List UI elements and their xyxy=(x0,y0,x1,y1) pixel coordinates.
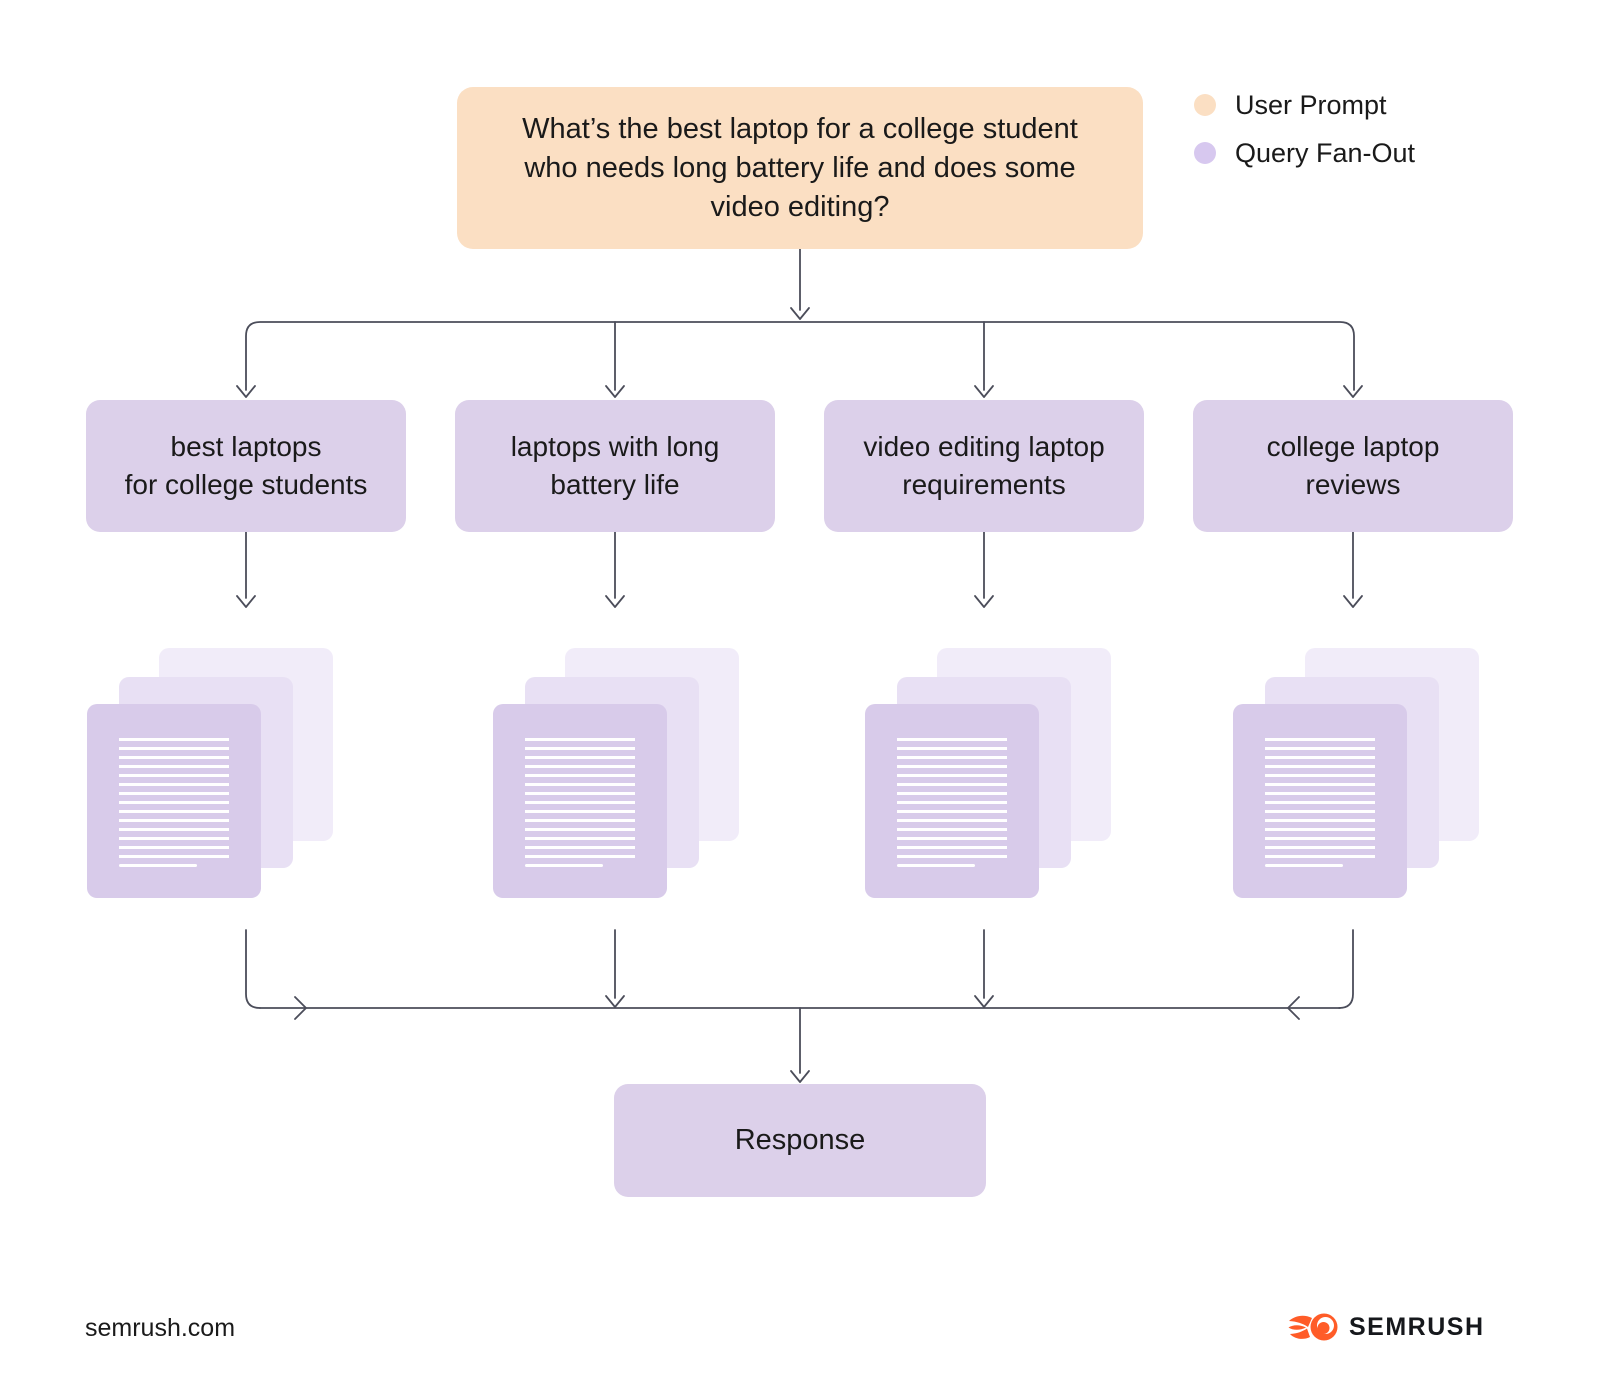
document-text-lines xyxy=(119,738,229,864)
converge-left xyxy=(245,929,261,1009)
document-text-line xyxy=(525,864,603,867)
document-text-lines xyxy=(525,738,635,864)
user-prompt-text: What’s the best laptop for a college stu… xyxy=(522,112,1078,223)
retrieved-docs-stack-3 xyxy=(865,648,1111,898)
arrowhead-down xyxy=(1343,595,1363,608)
response-box: Response xyxy=(614,1084,986,1197)
document-text-lines xyxy=(1265,738,1375,864)
document-text-line xyxy=(897,864,975,867)
retrieved-docs-stack-4 xyxy=(1233,648,1479,898)
user-prompt-swatch xyxy=(1194,94,1216,116)
arrowhead-down xyxy=(790,1070,810,1083)
arrowhead-down xyxy=(1343,385,1363,398)
arrowhead-left xyxy=(1287,996,1300,1020)
converge-right xyxy=(1338,929,1354,1009)
arrowhead-down xyxy=(605,995,625,1008)
legend-item-user-prompt: User Prompt xyxy=(1194,89,1415,120)
document-icon xyxy=(865,704,1039,898)
query-box-best-laptops: best laptops for college students xyxy=(86,400,406,532)
semrush-flame-icon xyxy=(1288,1313,1338,1341)
arrowhead-down xyxy=(974,595,994,608)
legend: User Prompt Query Fan-Out xyxy=(1194,89,1416,188)
arrowhead-down xyxy=(605,595,625,608)
query-box-battery-life: laptops with long battery life xyxy=(455,400,775,532)
legend-label: User Prompt xyxy=(1235,89,1387,120)
response-label: Response xyxy=(734,1124,866,1156)
legend-label: Query Fan-Out xyxy=(1235,137,1416,168)
retrieved-docs-stack-2 xyxy=(493,648,739,898)
query-label: best laptops for college students xyxy=(124,431,368,500)
document-icon xyxy=(1233,704,1407,898)
query-label: college laptop reviews xyxy=(1266,431,1440,500)
arrowhead-right xyxy=(294,996,307,1020)
document-icon xyxy=(87,704,261,898)
arrowhead-down xyxy=(236,385,256,398)
semrush-logo: SEMRUSH xyxy=(1288,1312,1485,1342)
arrowhead-down xyxy=(790,307,810,320)
semrush-wordmark: SEMRUSH xyxy=(1349,1312,1485,1341)
arrowhead-down xyxy=(974,385,994,398)
document-icon xyxy=(493,704,667,898)
branch-rail xyxy=(245,321,1355,391)
document-text-lines xyxy=(897,738,1007,864)
query-label: laptops with long battery life xyxy=(510,431,720,500)
query-box-college-reviews: college laptop reviews xyxy=(1193,400,1513,532)
query-fanout-swatch xyxy=(1194,142,1216,164)
document-text-line xyxy=(1265,864,1343,867)
user-prompt-box: What’s the best laptop for a college stu… xyxy=(457,87,1143,249)
arrowhead-down xyxy=(974,995,994,1008)
query-label: video editing laptop requirements xyxy=(863,431,1105,500)
query-box-video-editing: video editing laptop requirements xyxy=(824,400,1144,532)
arrowhead-down xyxy=(605,385,625,398)
retrieved-docs-stack-1 xyxy=(87,648,333,898)
site-credit: semrush.com xyxy=(85,1314,236,1342)
document-text-line xyxy=(119,864,197,867)
arrowhead-down xyxy=(236,595,256,608)
legend-item-query-fanout: Query Fan-Out xyxy=(1194,137,1416,168)
